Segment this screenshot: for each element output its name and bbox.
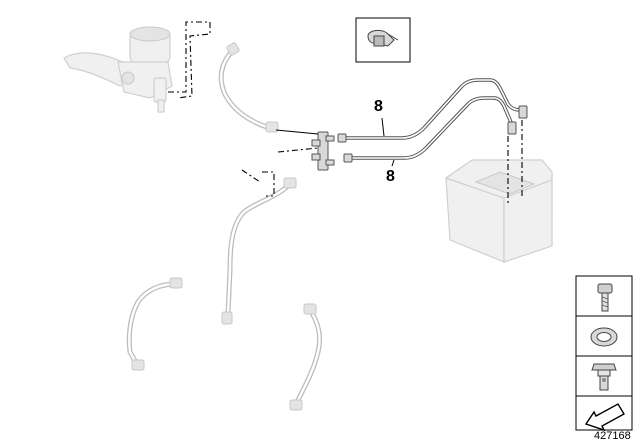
guide-line-master	[168, 21, 211, 99]
arrow-icon	[584, 403, 625, 432]
callout-label-bottom: 8	[386, 168, 395, 185]
distributor-block	[311, 131, 335, 171]
guide-line-middle	[262, 171, 275, 197]
callout-label-top: 8	[374, 98, 383, 115]
hollow-bolt-icon	[591, 363, 617, 391]
clamp-icon	[367, 29, 399, 47]
clamp-box	[355, 17, 411, 63]
diagram-reference-number: 427168	[594, 430, 631, 442]
brake-hose-middle	[221, 177, 297, 325]
guide-line-middle-b	[241, 169, 261, 183]
abs-modulator	[445, 159, 553, 263]
guide-line-block-a	[275, 129, 319, 135]
brake-hose-upper	[218, 42, 279, 133]
leader-callout-top	[381, 117, 385, 137]
parts-legend	[575, 275, 633, 432]
master-cylinder	[63, 26, 173, 113]
guide-line-block-b	[277, 147, 319, 153]
brake-pipes	[337, 78, 528, 163]
brake-hose-lower-right	[289, 303, 323, 411]
leader-callout-bottom	[391, 159, 395, 167]
screw-bolt-icon	[597, 283, 613, 312]
brake-hose-lower-left	[126, 277, 183, 371]
sealing-ring-icon	[590, 327, 618, 347]
